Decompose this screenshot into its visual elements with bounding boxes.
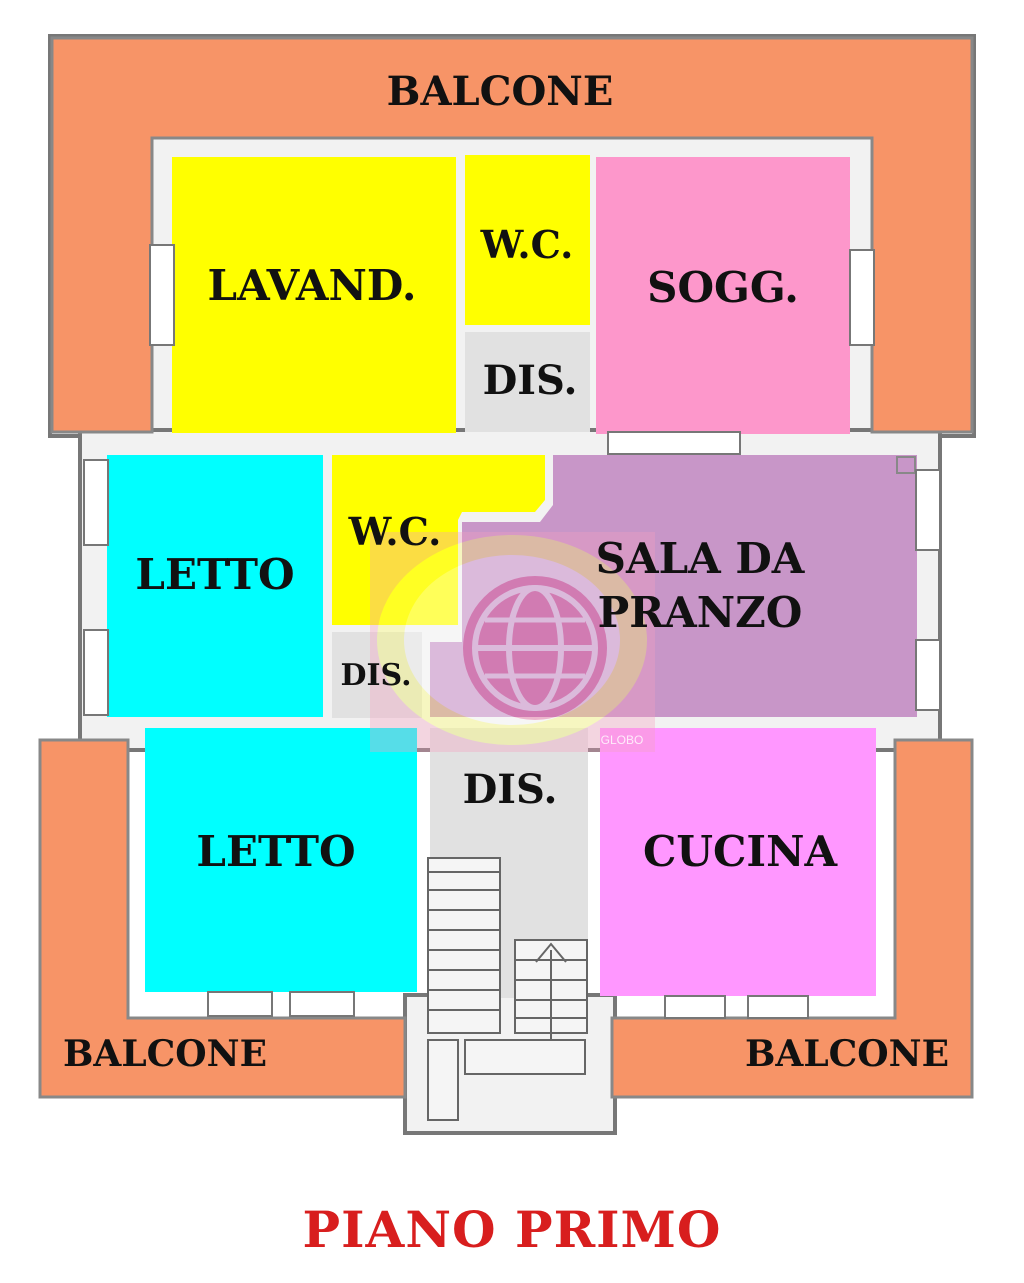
label-letto-bottom: LETTO bbox=[196, 827, 355, 876]
watermark-text: GLOBO bbox=[601, 733, 644, 747]
balcone-left bbox=[38, 738, 407, 1099]
label-balcone-left: BALCONE bbox=[63, 1033, 267, 1075]
room-sala-da-pranzo bbox=[430, 455, 917, 717]
plan-title: PIANO PRIMO bbox=[302, 1200, 722, 1259]
label-cucina: CUCINA bbox=[643, 827, 839, 876]
label-dis-stairs: DIS. bbox=[463, 766, 558, 813]
room-dis-small bbox=[332, 632, 422, 718]
label-dis-top: DIS. bbox=[483, 357, 578, 404]
label-letto-left: LETTO bbox=[135, 550, 294, 599]
room-letto-bottom bbox=[145, 728, 417, 992]
room-letto-left bbox=[107, 455, 323, 717]
room-lavanderia bbox=[172, 157, 456, 433]
window-openings bbox=[83, 244, 941, 1019]
label-soggiorno: SOGG. bbox=[647, 263, 799, 312]
balcone-top bbox=[50, 36, 974, 434]
room-sala-corner bbox=[896, 456, 916, 474]
label-lavanderia: LAVAND. bbox=[208, 261, 417, 310]
label-wc-middle: W.C. bbox=[348, 509, 442, 554]
room-wc-middle bbox=[332, 455, 545, 625]
watermark-logo bbox=[370, 532, 655, 752]
room-cucina bbox=[600, 728, 876, 996]
room-wc-top bbox=[465, 155, 590, 325]
label-sala-line2: PRANZO bbox=[598, 588, 803, 637]
label-sala-line1: SALA DA bbox=[596, 534, 806, 583]
room-soggiorno bbox=[596, 157, 850, 434]
label-dis-small: DIS. bbox=[340, 658, 411, 693]
label-balcone-right: BALCONE bbox=[745, 1033, 949, 1075]
room-dis-top bbox=[465, 332, 590, 432]
balcone-right bbox=[610, 738, 974, 1099]
label-wc-top: W.C. bbox=[480, 222, 574, 267]
label-balcone-top: BALCONE bbox=[387, 68, 614, 115]
staircase bbox=[427, 857, 588, 1121]
